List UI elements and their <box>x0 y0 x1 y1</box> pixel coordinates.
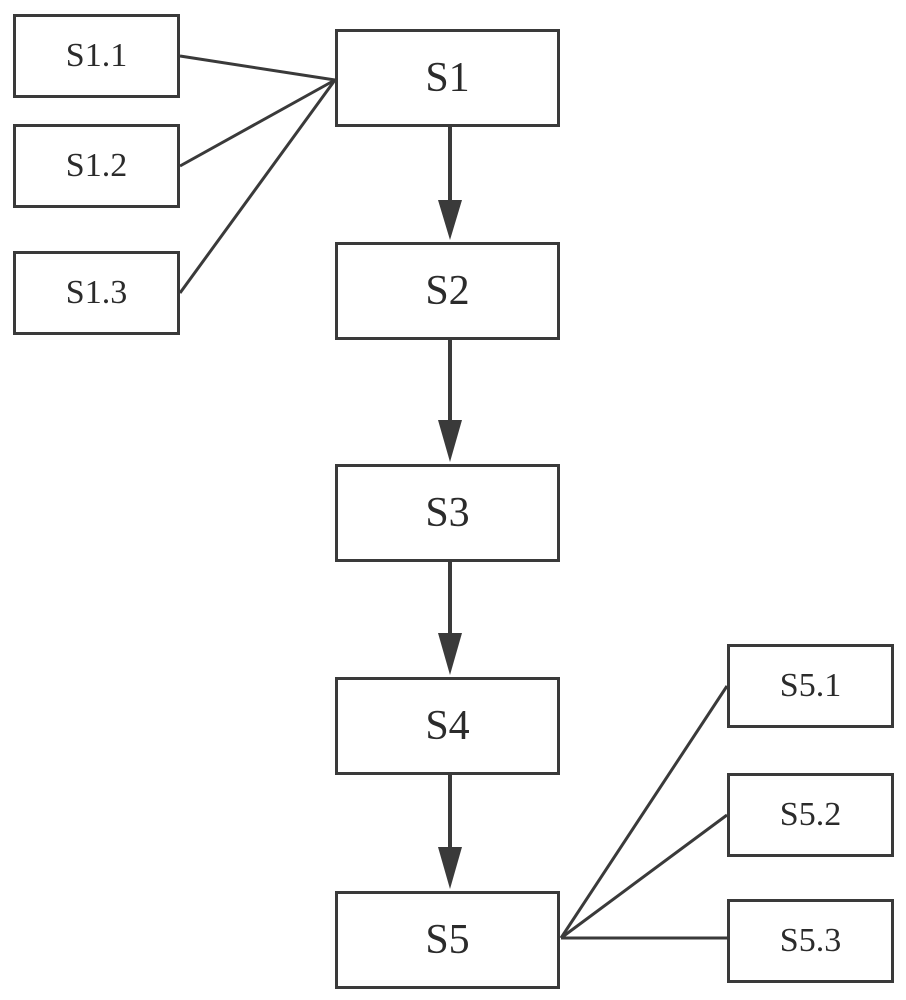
flow-arrow-s2-s3 <box>438 340 462 462</box>
connector-s5-2 <box>560 813 728 940</box>
substep-s1-3-box: S1.3 <box>13 251 180 335</box>
step-s3-box: S3 <box>335 464 560 562</box>
connector-s5-1 <box>559 685 729 939</box>
substep-s5-2-box: S5.2 <box>727 773 894 857</box>
substep-s1-1-label: S1.1 <box>65 37 128 74</box>
step-s2-box: S2 <box>335 242 560 340</box>
step-s5-box: S5 <box>335 891 560 989</box>
connector-s1-2 <box>179 78 336 168</box>
substep-s5-1-box: S5.1 <box>727 644 894 728</box>
step-s5-label: S5 <box>425 917 470 963</box>
step-s4-label: S4 <box>425 703 470 749</box>
connector-s1-1 <box>179 54 336 82</box>
substep-s5-2-label: S5.2 <box>779 796 842 833</box>
flow-arrow-s4-s5 <box>438 775 462 889</box>
substep-s1-2-label: S1.2 <box>65 147 128 184</box>
substep-s5-1-label: S5.1 <box>779 667 842 704</box>
step-s4-box: S4 <box>335 677 560 775</box>
substep-s1-2-box: S1.2 <box>13 124 180 208</box>
flow-arrow-s1-s2 <box>438 127 462 240</box>
substep-s5-3-label: S5.3 <box>779 922 842 959</box>
flow-arrow-s3-s4 <box>438 562 462 675</box>
substep-s1-1-box: S1.1 <box>13 14 180 98</box>
step-s1-box: S1 <box>335 29 560 127</box>
substep-s5-3-box: S5.3 <box>727 899 894 983</box>
step-s3-label: S3 <box>425 490 470 536</box>
step-s2-label: S2 <box>425 268 470 314</box>
step-s1-label: S1 <box>425 55 470 101</box>
connector-s1-3 <box>178 79 337 294</box>
substep-s1-3-label: S1.3 <box>65 274 128 311</box>
